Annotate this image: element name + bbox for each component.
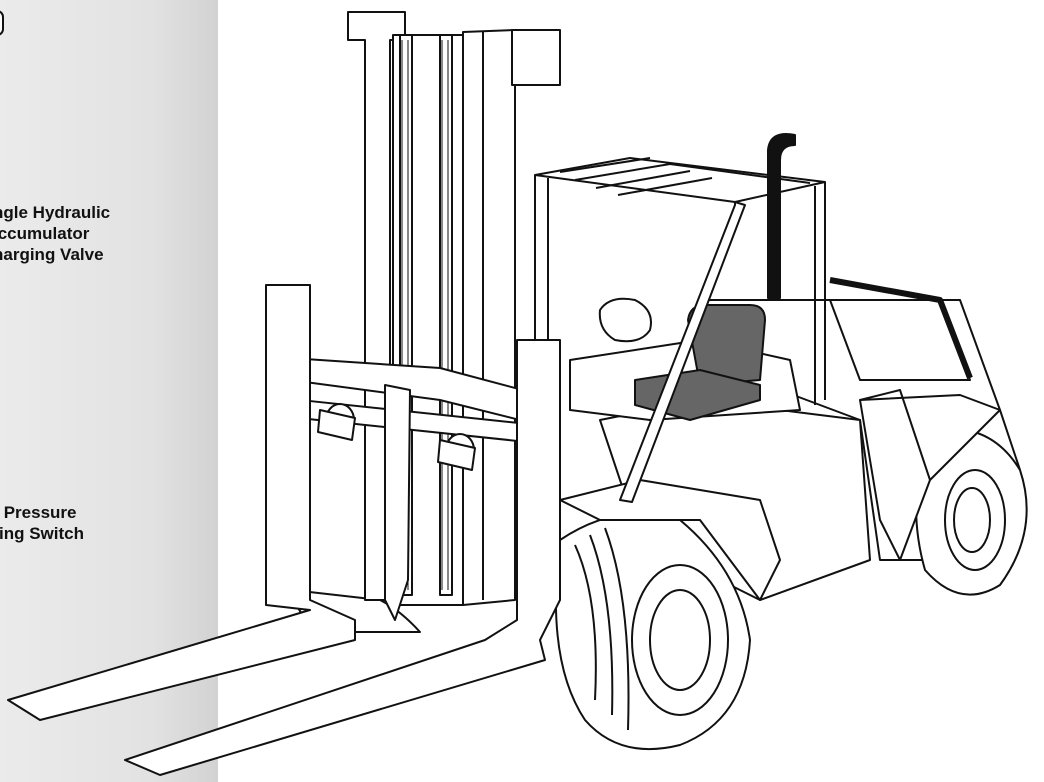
right-fork [124, 339, 561, 776]
front-fender [559, 479, 781, 601]
front-wheel [554, 512, 751, 751]
exhaust-pipe [767, 133, 796, 299]
left-fork [7, 284, 356, 721]
label-pressure-warning-switch: Pressure ing Switch [0, 503, 84, 543]
label-hydraulic-accumulator-charging-valve: ngle Hydraulic ccumulator harging Valve [0, 203, 111, 264]
